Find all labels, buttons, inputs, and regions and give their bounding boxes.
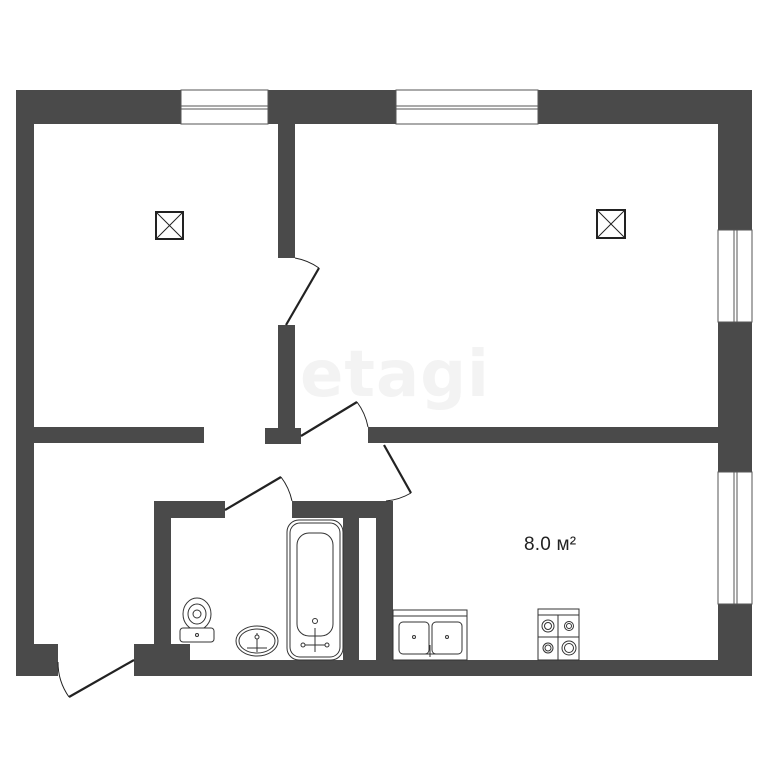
wall-partition-vertical-bottom: [278, 325, 295, 432]
wall-bottom-main: [134, 660, 752, 676]
wall-top-right: [538, 90, 752, 124]
window-top-center: [395, 89, 539, 125]
wall-top-middle: [268, 90, 396, 124]
stove-icon: [537, 608, 580, 661]
toilet-icon: [179, 597, 215, 643]
wall-right-top: [718, 90, 752, 230]
wall-bedroom-bottom: [34, 427, 204, 443]
door-bedroom: [285, 257, 320, 326]
doors: [57, 257, 412, 698]
ceiling-light-icon: [596, 209, 626, 239]
ceiling-light-icon: [155, 211, 184, 240]
wall-living-bottom: [368, 427, 752, 443]
door-kitchen: [383, 444, 412, 502]
wall-top-left: [16, 90, 181, 124]
wall-bottom-left-stub: [16, 644, 58, 676]
door-entrance: [57, 659, 135, 698]
wall-bottom-kitchen: [598, 660, 752, 676]
wall-bath-right: [343, 518, 359, 661]
door-living: [300, 401, 369, 437]
door-bathroom: [224, 476, 293, 511]
walls: [16, 90, 752, 676]
wall-kitchen-left: [376, 501, 393, 661]
window-right-upper: [717, 229, 753, 323]
kitchen-area-label: 8.0 м²: [524, 534, 577, 555]
wall-partition-stub: [265, 428, 301, 444]
wall-left: [16, 90, 34, 676]
window-right-lower: [717, 471, 753, 605]
wall-right-middle: [718, 322, 752, 472]
washbasin-icon: [235, 625, 279, 657]
double-sink-icon: [392, 609, 468, 661]
bathtub-icon: [286, 519, 344, 661]
wall-bath-left: [154, 501, 171, 661]
wall-partition-vertical-top: [278, 124, 295, 258]
windows: [180, 89, 753, 605]
wall-bath-top-right: [292, 501, 392, 518]
window-top-left: [180, 89, 269, 125]
wall-bath-top-left: [154, 501, 225, 518]
